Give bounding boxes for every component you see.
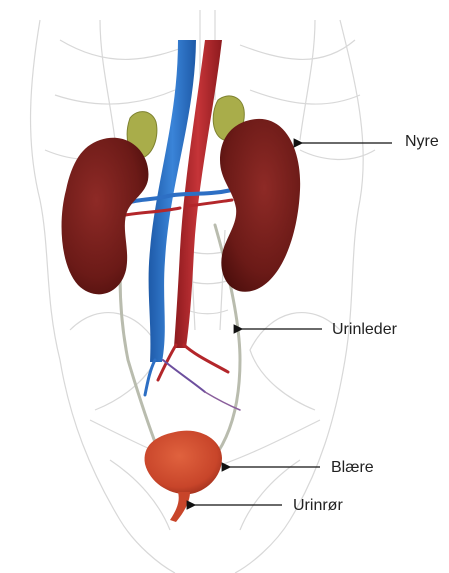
ureter-label: Urinleder: [332, 321, 397, 339]
urethra: [170, 492, 190, 522]
kidney-label: Nyre: [405, 133, 439, 151]
bladder: [145, 431, 222, 495]
urethra-label: Urinrør: [293, 497, 343, 515]
bladder-label: Blære: [331, 459, 374, 477]
right-kidney: [220, 119, 300, 292]
left-kidney: [62, 138, 149, 295]
